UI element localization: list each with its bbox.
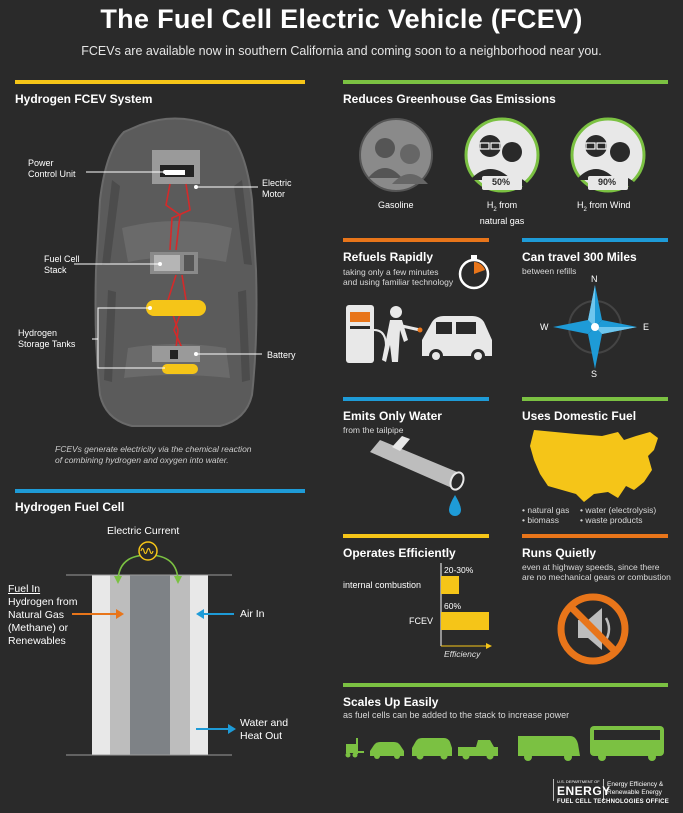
hydrogen-tank-small [162,364,198,374]
car-icon [422,316,492,363]
power-control-unit [152,150,200,184]
travel-heading: Can travel 300 Miles [522,250,637,264]
system-caption: FCEVs generate electricity via the chemi… [55,444,252,465]
footer-dept: U.S. DEPARTMENT OF [557,779,600,784]
quiet-heading: Runs Quietly [522,546,597,560]
section-bar-system [15,80,305,84]
efficiency-axis-arrow [486,643,492,649]
scales-heading: Scales Up Easily [343,695,439,709]
fcev-percent: 60% [444,601,462,611]
gasoline-faces-icon [359,118,433,192]
bar-fcev [441,612,489,630]
suv-icon [412,738,452,760]
footer-eere: Energy Efficiency &Renewable Energy [607,781,664,796]
leader-lines [74,170,262,369]
hydrogen-tank-large [146,300,206,316]
section-bar-domestic [522,397,668,401]
ic-label: internal combustion [343,580,422,590]
compass-w: W [540,322,549,332]
section-bar-efficiency [343,534,489,538]
fcev-label: FCEV [409,616,434,626]
page-title: The Fuel Cell Electric Vehicle (FCEV) [100,4,583,34]
domestic-items-left: • natural gas• biomass [522,505,570,525]
section-bar-travel [522,238,668,242]
label-h2-wind: H2 from Wind [577,200,631,213]
bar-internal-combustion [441,576,459,594]
wind-faces-icon [570,117,646,193]
label-battery: Battery [267,350,296,360]
scales-desc: as fuel cells can be added to the stack … [343,710,570,720]
ic-percent: 20-30% [444,565,474,575]
fuel-pump-icon [346,305,387,363]
section-bar-refuel [343,238,489,242]
bus-icon [590,726,664,761]
label-electric-current: Electric Current [107,525,180,537]
section-bar-ghg [343,80,668,84]
wind-percent: 90% [598,177,617,187]
natural-gas-faces-icon [464,117,540,193]
compact-car-icon [370,742,404,759]
domestic-heading: Uses Domestic Fuel [522,409,637,423]
battery-pack [152,346,200,362]
efficiency-axis-label: Efficiency [444,649,481,659]
footer-energy: ENERGY [557,784,611,798]
section-bar-water [343,397,489,401]
water-desc: from the tailpipe [343,425,404,435]
compass-n: N [591,274,598,284]
footer-office: FUEL CELL TECHNOLOGIES OFFICE [557,799,669,805]
label-air-in: Air In [240,608,265,620]
ghg-heading: Reduces Greenhouse Gas Emissions [343,92,556,106]
water-drop-icon [449,495,461,516]
compass-e: E [643,322,650,332]
person-icon [382,306,423,362]
travel-desc: between refills [522,266,577,276]
page-subtitle: FCEVs are available now in southern Cali… [81,44,602,58]
section-bar-quiet [522,534,668,538]
domestic-items-right: • water (electrolysis)• waste products [580,505,657,525]
section-bar-cell [15,489,305,493]
efficiency-heading: Operates Efficiently [343,546,456,560]
stopwatch-icon [458,255,490,290]
shuttle-van-icon [518,736,580,761]
label-gasoline: Gasoline [378,200,414,210]
fuel-cell-stack [150,252,198,274]
water-heading: Emits Only Water [343,409,442,423]
forklift-icon [345,738,364,758]
compass-s: S [591,369,598,379]
section-bar-scales [343,683,668,687]
label-fuel-in: Fuel In [8,583,41,595]
pickup-truck-icon [458,740,498,760]
refuel-heading: Refuels Rapidly [343,250,434,264]
cell-heading: Hydrogen Fuel Cell [15,500,125,514]
system-heading: Hydrogen FCEV System [15,92,153,106]
ng-percent: 50% [492,177,511,187]
